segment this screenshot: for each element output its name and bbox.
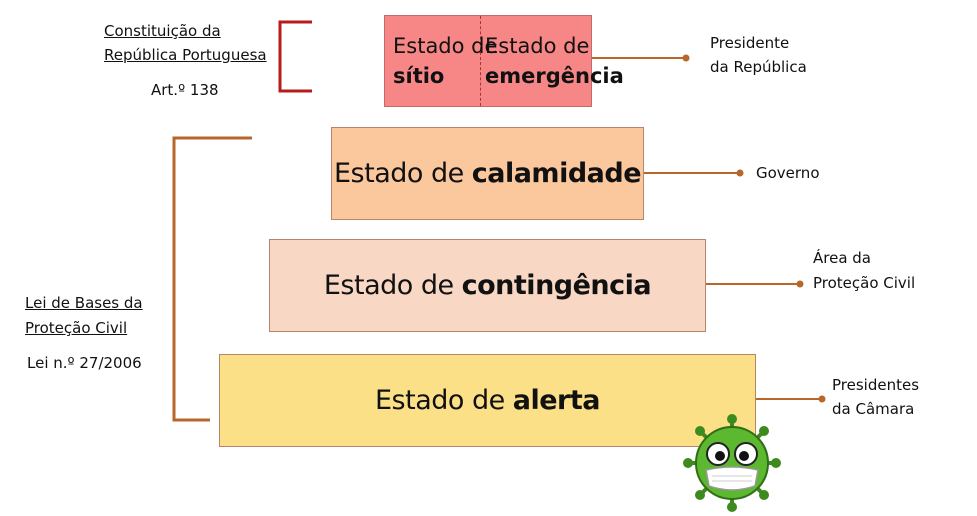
virus-mascot-icon [683,414,781,512]
connector-contingencia-dot [796,280,804,288]
authority-civil-protection-line2: Proteção Civil [813,274,916,292]
state-emergencia: Estado de emergência [481,16,624,106]
connector-top-dot [682,54,690,62]
constitution-title-line2: República Portuguesa [104,46,267,64]
law-title-line1: Lei de Bases da [25,294,143,312]
state-sitio: Estado de sítio [385,16,498,106]
connector-calamidade-dot [736,169,744,177]
law-title-line2: Proteção Civil [25,319,128,337]
law-number: Lei n.º 27/2006 [27,354,142,372]
state-calamidade-name: calamidade [471,158,642,189]
authority-government: Governo [756,164,820,182]
authority-civil-protection-line1: Área da [813,249,872,267]
state-emergencia-name: emergência [485,64,624,88]
authority-mayors-line1: Presidentes [832,376,920,394]
authority-mayors-line2: da Câmara [832,400,915,418]
state-sitio-name: sítio [393,64,445,88]
constitution-bracket [278,20,312,93]
state-box-calamidade: Estado de calamidade [331,127,644,220]
constitution-title-line1: Constituição da [104,22,221,40]
state-emergencia-prefix: Estado de [485,34,590,58]
connector-alerta-dot [818,395,826,403]
state-box-contingencia: Estado de contingência [269,239,706,332]
state-alerta-prefix: Estado de [375,385,505,416]
authority-president-line1: Presidente [710,34,790,52]
state-sitio-prefix: Estado de [393,34,498,58]
state-alerta-name: alerta [512,385,601,416]
state-box-sitio-emergencia: Estado de sítio Estado de emergência [384,15,624,107]
authority-president-line2: da República [710,58,807,76]
state-contingencia-prefix: Estado de [323,270,454,301]
state-calamidade-prefix: Estado de [333,158,464,189]
constitution-article: Art.º 138 [151,81,219,99]
state-box-alerta: Estado de alerta [219,354,756,447]
state-contingencia-name: contingência [461,270,652,301]
law-bracket [172,136,252,422]
